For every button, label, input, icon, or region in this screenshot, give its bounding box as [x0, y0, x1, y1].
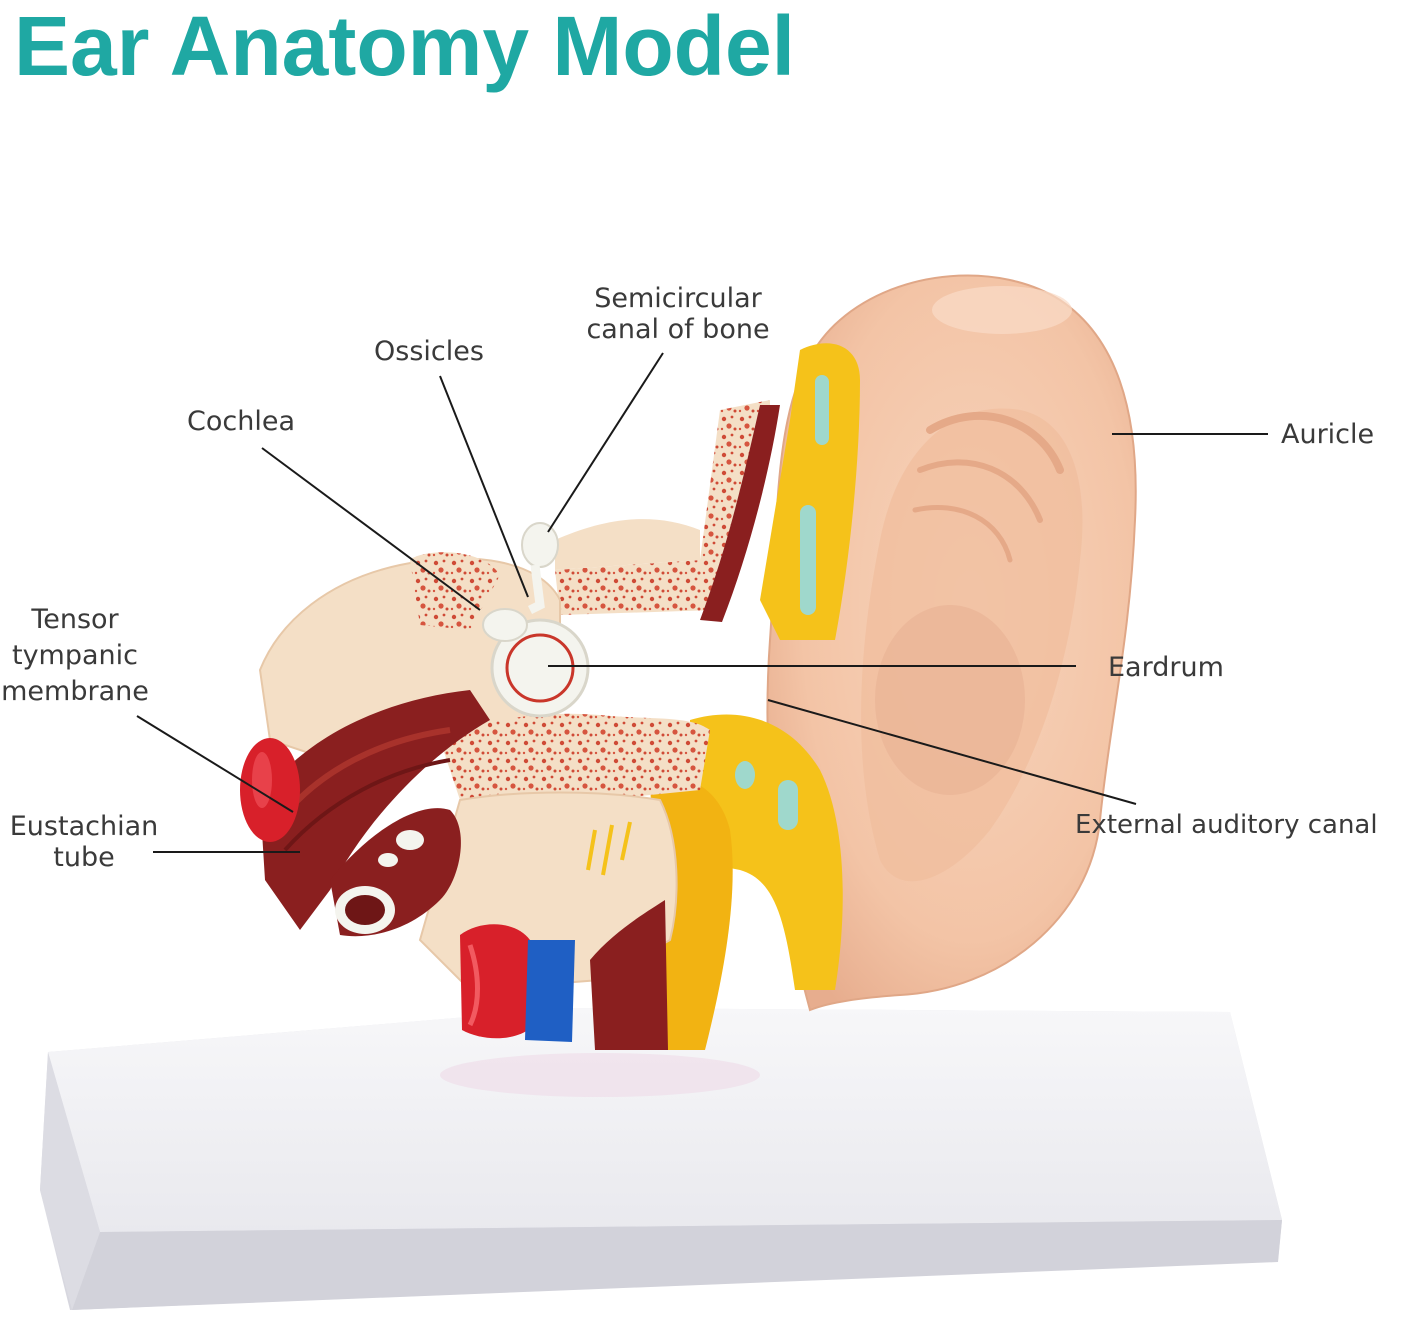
- label-tensor-line3: membrane: [1, 676, 149, 707]
- label-eustachian-line1: Eustachian: [9, 811, 159, 842]
- label-semicircular-canal: Semicircular canal of bone: [578, 283, 778, 345]
- auricle-shape: [766, 274, 1137, 1012]
- label-ossicles: Ossicles: [374, 336, 484, 367]
- label-tensor-tympanic: Tensor tympanic membrane: [0, 602, 150, 710]
- ossicles-shape: [482, 522, 590, 718]
- label-tensor-line2: tympanic: [11, 640, 138, 671]
- display-base: [40, 1008, 1282, 1310]
- label-semicircular-line2: canal of bone: [586, 314, 770, 345]
- leader-lines: [136, 352, 1268, 853]
- label-external-auditory-canal: External auditory canal: [1075, 810, 1378, 840]
- eustachian-tube-shape: [240, 690, 490, 937]
- page-title: Ear Anatomy Model: [14, 0, 796, 93]
- label-semicircular-line1: Semicircular: [594, 283, 762, 314]
- label-eardrum: Eardrum: [1108, 652, 1224, 683]
- label-eustachian-line2: tube: [53, 842, 115, 873]
- label-cochlea: Cochlea: [187, 406, 295, 437]
- label-auricle: Auricle: [1281, 419, 1375, 450]
- blood-vessels: [460, 900, 668, 1050]
- label-tensor-line1: Tensor: [31, 604, 119, 635]
- label-eustachian-tube: Eustachian tube: [4, 811, 164, 873]
- upper-temporal-bone: [555, 400, 780, 622]
